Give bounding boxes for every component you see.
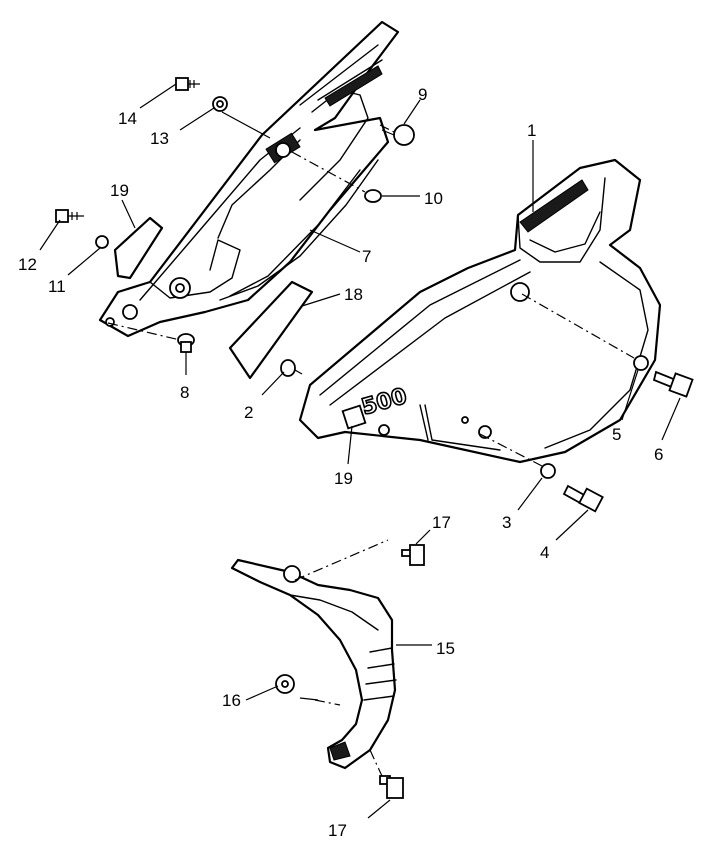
callout-1: 1 — [527, 121, 536, 140]
screw-part-12 — [55, 209, 84, 223]
callout-19-lower: 19 — [334, 469, 353, 488]
callout-17-upper: 17 — [432, 513, 451, 532]
right-side-cover-part-1: 500 — [298, 158, 662, 464]
screw-part-17-upper — [401, 544, 425, 566]
callout-7: 7 — [362, 247, 371, 266]
grommet-part-16 — [275, 674, 295, 694]
callout-9: 9 — [418, 85, 427, 104]
washer-part-11 — [95, 235, 109, 249]
callout-labels: 1 2 3 4 5 6 7 8 9 10 11 12 13 14 15 16 1… — [18, 85, 663, 840]
assembly-lines — [107, 124, 635, 777]
grommet-part-5 — [633, 355, 649, 371]
left-side-cover-part-7 — [98, 20, 400, 338]
callout-2: 2 — [244, 403, 253, 422]
callout-19-upper: 19 — [110, 181, 129, 200]
screw-part-17-lower — [379, 775, 404, 799]
callout-4: 4 — [540, 543, 549, 562]
grommet-part-17-mount — [283, 565, 301, 583]
callout-18: 18 — [344, 285, 363, 304]
callout-5: 5 — [612, 425, 621, 444]
leader-lines — [39, 83, 681, 819]
callout-6: 6 — [654, 445, 663, 464]
callout-16: 16 — [222, 691, 241, 710]
callout-15: 15 — [436, 639, 455, 658]
callout-13: 13 — [150, 129, 169, 148]
screw-part-14 — [175, 77, 200, 91]
callout-8: 8 — [180, 383, 189, 402]
grommet-part-3 — [540, 463, 556, 479]
emblem-part-19 — [113, 216, 164, 280]
pad-part-18 — [228, 280, 314, 380]
callout-11: 11 — [48, 277, 66, 296]
callout-12: 12 — [18, 255, 37, 274]
lower-guard-part-15 — [230, 558, 397, 770]
grommet-part-2 — [280, 359, 303, 377]
bolt-part-6 — [652, 370, 694, 398]
callout-14: 14 — [118, 109, 137, 128]
grommet-part-13 — [212, 96, 228, 112]
grommet-part-8 — [177, 333, 195, 353]
callout-17-lower: 17 — [328, 821, 347, 840]
callout-3: 3 — [502, 513, 511, 532]
callout-10: 10 — [424, 189, 443, 208]
grommet-part-9 — [381, 124, 415, 146]
bolt-part-4 — [562, 484, 604, 513]
washer-part-10 — [364, 189, 382, 203]
